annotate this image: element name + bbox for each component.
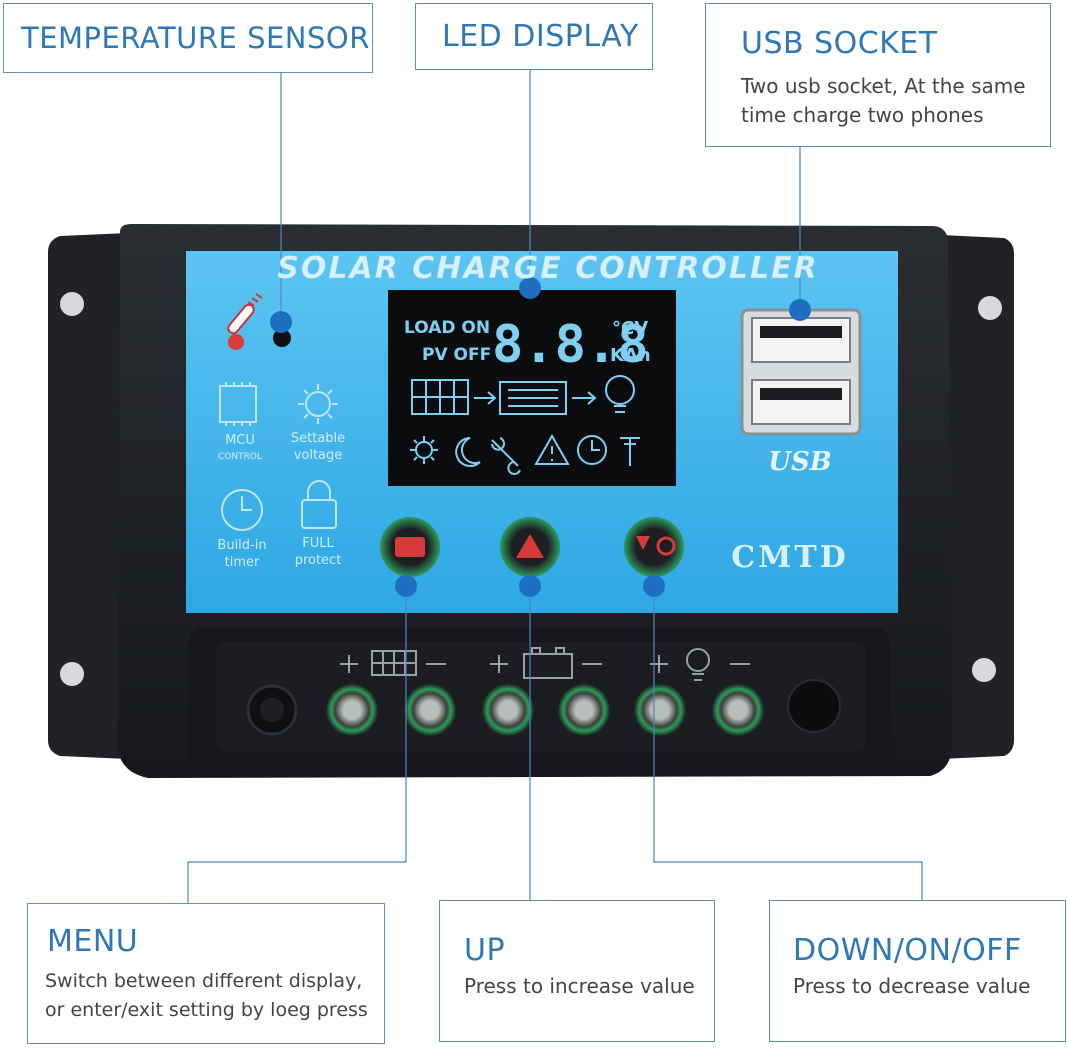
led-display-title: LED DISPLAY (442, 19, 639, 54)
usb-socket-callout: USB SOCKET Two usb socket, At the same t… (705, 3, 1051, 147)
screw-hole-icon (60, 292, 84, 316)
temperature-sensor-callout: TEMPERATURE SENSOR (3, 3, 373, 73)
lcd-streetlamp-icon (620, 437, 640, 466)
menu-desc: Switch between different display, or ent… (45, 970, 368, 1021)
solar-panel-terminal-icon (371, 650, 417, 676)
down-button (624, 517, 684, 577)
mounting-ear-right (920, 234, 1014, 760)
settings-gear-icon (305, 391, 331, 417)
usb-socket-title: USB SOCKET (741, 26, 938, 61)
up-callout: UP Press to increase value (439, 900, 715, 1042)
mcu-sub-label: CONTROL (218, 452, 262, 462)
feature-icons (219, 382, 338, 531)
leader-dots (270, 277, 811, 597)
timer-clock-icon (221, 489, 263, 531)
thermometer-icon (227, 293, 263, 350)
terminal-symbols (340, 647, 750, 681)
lcd-unit-top: °CV (612, 318, 648, 339)
lcd-screen (388, 290, 676, 486)
menu-button (380, 517, 440, 577)
lcd-moon-icon (455, 437, 481, 467)
lcd-sun-icon (415, 441, 433, 459)
lcd-digits: 8.8.8 (492, 315, 649, 375)
lcd-pv-off-label: PV OFF (422, 345, 491, 365)
temperature-sensor-title: TEMPERATURE SENSOR (21, 21, 370, 55)
menu-title: MENU (47, 924, 139, 959)
load-bulb-terminal-icon (686, 648, 710, 672)
temperature-sensor-port (273, 329, 291, 347)
lcd-load-on-label: LOAD ON (404, 318, 490, 338)
lcd-warning-icon (534, 433, 570, 465)
screw-hole-icon (972, 658, 996, 682)
screw-hole-icon (978, 296, 1002, 320)
lcd-bulb-icon (605, 375, 635, 405)
up-title: UP (464, 933, 506, 968)
down-on-off-desc: Press to decrease value (793, 974, 1031, 998)
terminals (246, 679, 841, 736)
mounting-ear-left (48, 232, 150, 760)
lcd-icons (410, 375, 640, 475)
up-desc: Press to increase value (464, 974, 695, 998)
terminal-block (188, 628, 890, 766)
up-button (500, 517, 560, 577)
leader-lines (187, 70, 923, 903)
usb-socket (740, 308, 862, 436)
usb-logo: USB (768, 447, 831, 477)
usb-socket-desc: Two usb socket, At the same time charge … (741, 74, 1026, 127)
mcu-label: MCU (225, 433, 255, 448)
lcd-solar-icon (411, 379, 469, 415)
lcd-wrench-icon (491, 437, 521, 475)
lcd-battery-icon (499, 381, 567, 415)
screw-hole-icon (60, 662, 84, 686)
controller-housing (118, 224, 952, 778)
down-on-off-callout: DOWN/ON/OFF Press to decrease value (769, 900, 1066, 1042)
lcd-unit-bottom: KAh (610, 345, 651, 366)
down-on-off-title: DOWN/ON/OFF (793, 933, 1022, 968)
led-display-callout: LED DISPLAY (415, 3, 653, 70)
panel-title: SOLAR CHARGE CONTROLLER (277, 251, 819, 286)
battery-terminal-icon (523, 653, 573, 679)
mcu-chip-icon (219, 385, 257, 423)
front-panel (186, 251, 898, 613)
brand-label: CMTD (731, 540, 848, 575)
lcd-clock-icon (577, 435, 607, 465)
protect-lock-icon (301, 499, 337, 529)
menu-callout: MENU Switch between different display, o… (27, 903, 385, 1044)
